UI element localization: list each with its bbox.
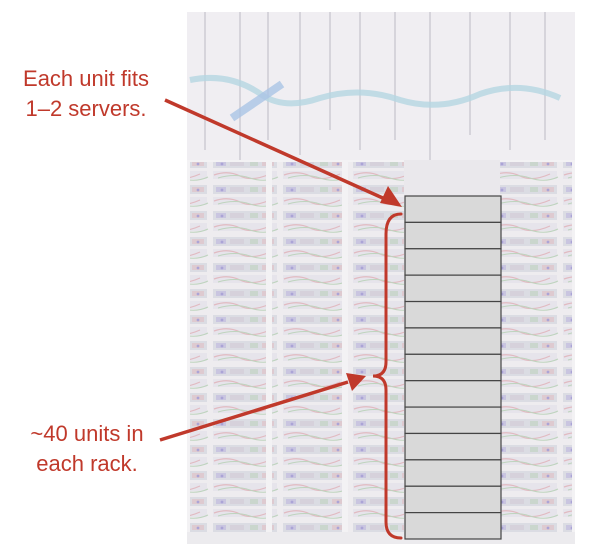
rack-unit — [404, 353, 502, 382]
rack-units — [404, 195, 502, 540]
rack-callout-line-1: ~40 units in — [30, 421, 144, 446]
rack-units-callout: ~40 units in each rack. — [8, 419, 166, 479]
rack-unit — [404, 248, 502, 276]
rack-unit — [404, 300, 502, 329]
rack-unit — [404, 380, 502, 408]
unit-callout-line-2: 1–2 servers. — [25, 96, 147, 121]
blue-cable-bundle — [189, 74, 562, 108]
unit-arrow — [164, 98, 402, 207]
rack-unit — [404, 432, 502, 461]
rack-arrow — [159, 373, 366, 442]
unit-capacity-callout: Each unit fits 1–2 servers. — [0, 64, 172, 124]
rack-unit — [404, 406, 502, 435]
rack-bracket — [372, 212, 403, 540]
rack-column-1 — [190, 162, 266, 532]
rack-unit — [404, 221, 502, 250]
rack-unit — [404, 195, 502, 223]
rack-callout-line-2: each rack. — [36, 451, 138, 476]
blue-cable-arm — [229, 80, 285, 122]
rack-photo — [187, 12, 575, 544]
rack-unit — [404, 459, 502, 487]
rack-unit — [404, 512, 502, 540]
unit-callout-line-1: Each unit fits — [23, 66, 149, 91]
photo-fade-overlay — [187, 12, 575, 544]
rack-unit — [404, 327, 502, 355]
rack-unit — [404, 274, 502, 303]
rack-column-4 — [500, 162, 572, 532]
rack-column-2 — [272, 162, 342, 532]
rack-unit — [404, 485, 502, 514]
rack-column-3 — [348, 162, 404, 532]
rack-top-panel — [404, 160, 500, 196]
